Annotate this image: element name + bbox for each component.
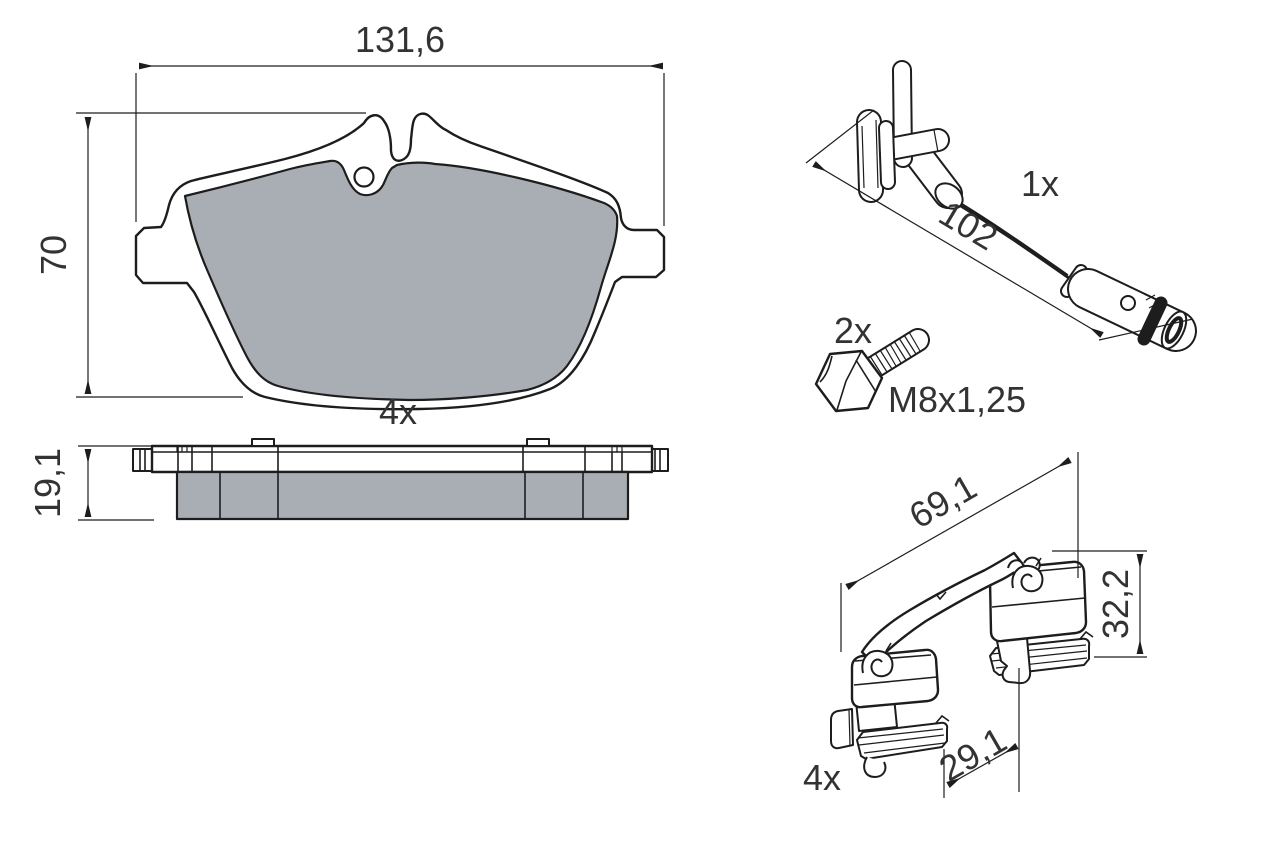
clip-left-curl xyxy=(863,756,887,778)
connector-band xyxy=(1137,296,1168,346)
thickness-extension-lines xyxy=(78,445,154,521)
clip-left-flange-hook xyxy=(935,714,950,724)
connector-marking xyxy=(1145,294,1159,309)
clip-length-dimension-line xyxy=(845,457,1072,590)
clip-height-text: 32,2 xyxy=(1095,569,1136,639)
right-ear-lines xyxy=(654,449,661,471)
width-dimension-text: 131,6 xyxy=(355,19,445,60)
height-dimension-text: 70 xyxy=(33,235,74,275)
friction-material xyxy=(183,159,619,402)
clip-height-extension-lines xyxy=(1052,550,1147,658)
brake-pad-side-view: 19,1 xyxy=(27,438,669,521)
left-ear-lines xyxy=(139,449,146,471)
mounting-bolt: 2x M8x1,25 xyxy=(814,310,1026,420)
sensor-hole xyxy=(353,166,375,188)
bolt-head-junction xyxy=(855,359,877,393)
pad-quantity-label: 4x xyxy=(379,391,417,432)
left-ear-cap xyxy=(132,448,153,472)
sensor-quantity-label: 1x xyxy=(1021,163,1059,204)
thickness-dimension-text: 19,1 xyxy=(27,448,68,518)
clip-left-flange-lines xyxy=(857,728,946,754)
clip-right-leg xyxy=(996,637,1032,685)
clip-depth-dimension-line xyxy=(946,743,1019,788)
collar-end-line xyxy=(933,129,939,153)
bolt-head-facets xyxy=(819,351,862,411)
clip-left-clasp xyxy=(861,649,894,678)
clip-left-flange xyxy=(856,721,949,760)
backplate-band xyxy=(150,444,654,474)
wear-sensor: 102 1x xyxy=(805,60,1197,352)
backplate-section-lines xyxy=(177,446,623,472)
clip-length-extension-lines xyxy=(840,452,1079,652)
sensor-dimension-line xyxy=(812,161,1104,338)
height-extension-lines xyxy=(76,112,366,398)
friction-side-lines xyxy=(219,472,584,519)
sensor-extension-lines xyxy=(805,109,1194,341)
clip-quantity-label: 4x xyxy=(803,757,841,798)
friction-side-block xyxy=(175,470,630,521)
clip-depth-extension-lines xyxy=(943,668,1020,798)
clip-strap-notch xyxy=(935,591,947,601)
clip-length-text: 69,1 xyxy=(902,466,983,537)
connector-hole xyxy=(1120,295,1136,311)
brake-pad-front-view: 131,6 70 4x xyxy=(33,19,666,432)
right-tab xyxy=(526,438,550,447)
bolt-head xyxy=(814,349,884,413)
clip-foot-line xyxy=(848,709,851,747)
width-extension-lines xyxy=(135,73,665,226)
clip-right-flange-hook xyxy=(1079,630,1094,640)
left-tab xyxy=(251,438,275,447)
retaining-clip: 69,1 32,2 29,1 4x xyxy=(803,452,1147,798)
bolt-quantity-label: 2x xyxy=(834,310,872,351)
connector-socket-inner xyxy=(1164,316,1184,344)
clip-left-clasp-tip xyxy=(885,642,892,652)
bolt-thread-label: M8x1,25 xyxy=(888,379,1026,420)
backplate-ticks xyxy=(176,446,623,452)
clip-foot xyxy=(830,708,854,750)
